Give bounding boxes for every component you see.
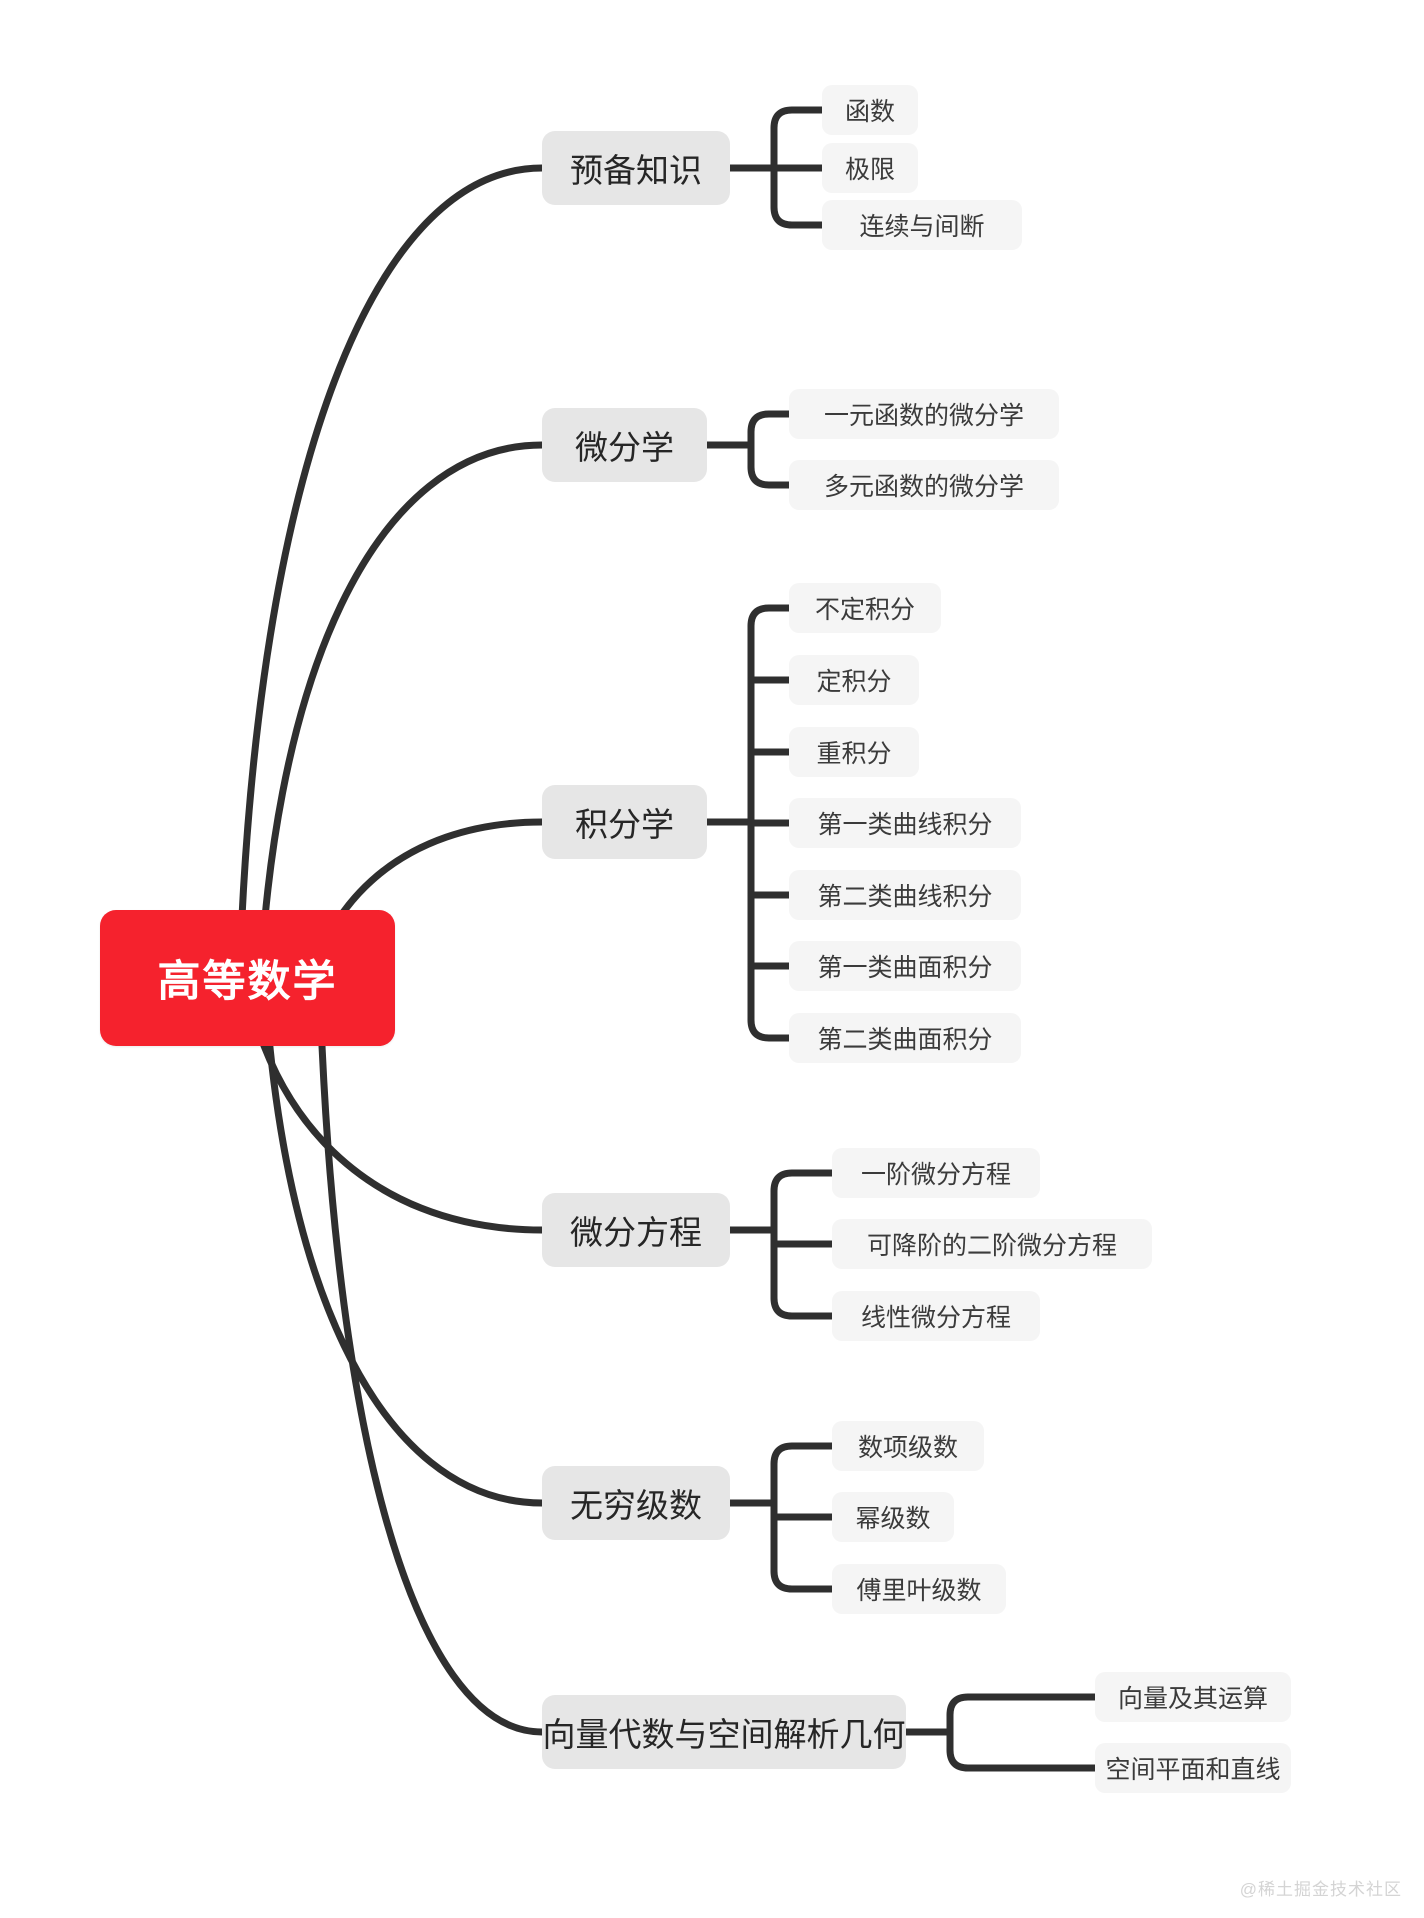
connector-line (946, 1746, 1099, 1772)
branch-node-3[interactable]: 微分方程 (542, 1193, 730, 1267)
leaf-node-3-2[interactable]: 线性微分方程 (832, 1291, 1040, 1341)
connector-line (747, 463, 793, 489)
branch-node-0[interactable]: 预备知识 (542, 131, 730, 205)
branch-node-2[interactable]: 积分学 (542, 785, 707, 859)
branch-node-1[interactable]: 微分学 (542, 408, 707, 482)
leaf-node-4-1[interactable]: 幂级数 (832, 1492, 954, 1542)
connector-line (770, 106, 826, 132)
leaf-node-2-5[interactable]: 第一类曲面积分 (789, 941, 1021, 991)
connector-line (747, 410, 793, 436)
leaf-node-3-0[interactable]: 一阶微分方程 (832, 1148, 1040, 1198)
leaf-node-2-2[interactable]: 重积分 (789, 727, 919, 777)
leaf-node-5-1[interactable]: 空间平面和直线 (1095, 1743, 1291, 1793)
branch-node-4[interactable]: 无穷级数 (542, 1466, 730, 1540)
leaf-node-2-0[interactable]: 不定积分 (789, 583, 941, 633)
leaf-node-0-0[interactable]: 函数 (822, 85, 918, 135)
leaf-node-2-1[interactable]: 定积分 (789, 655, 919, 705)
leaf-node-3-1[interactable]: 可降阶的二阶微分方程 (832, 1219, 1152, 1269)
connector-line (747, 1016, 793, 1042)
leaf-node-5-0[interactable]: 向量及其运算 (1095, 1672, 1291, 1722)
leaf-node-0-2[interactable]: 连续与间断 (822, 200, 1022, 250)
leaf-node-1-0[interactable]: 一元函数的微分学 (789, 389, 1059, 439)
connector-line (770, 203, 826, 229)
leaf-node-4-2[interactable]: 傅里叶级数 (832, 1564, 1006, 1614)
connector-line (770, 1567, 836, 1593)
leaf-node-1-1[interactable]: 多元函数的微分学 (789, 460, 1059, 510)
branch-node-5[interactable]: 向量代数与空间解析几何 (542, 1695, 906, 1769)
leaf-node-2-3[interactable]: 第一类曲线积分 (789, 798, 1021, 848)
leaf-node-2-4[interactable]: 第二类曲线积分 (789, 870, 1021, 920)
leaf-node-0-1[interactable]: 极限 (822, 143, 918, 193)
connector-line (770, 1442, 836, 1468)
connector-line (770, 1294, 836, 1320)
connector-line (770, 1169, 836, 1195)
leaf-node-2-6[interactable]: 第二类曲面积分 (789, 1013, 1021, 1063)
leaf-node-4-0[interactable]: 数项级数 (832, 1421, 984, 1471)
connector-line (747, 604, 793, 630)
watermark: @稀土掘金技术社区 (1239, 1880, 1402, 1899)
root-node[interactable]: 高等数学 (100, 910, 395, 1046)
connector-line (946, 1693, 1099, 1719)
